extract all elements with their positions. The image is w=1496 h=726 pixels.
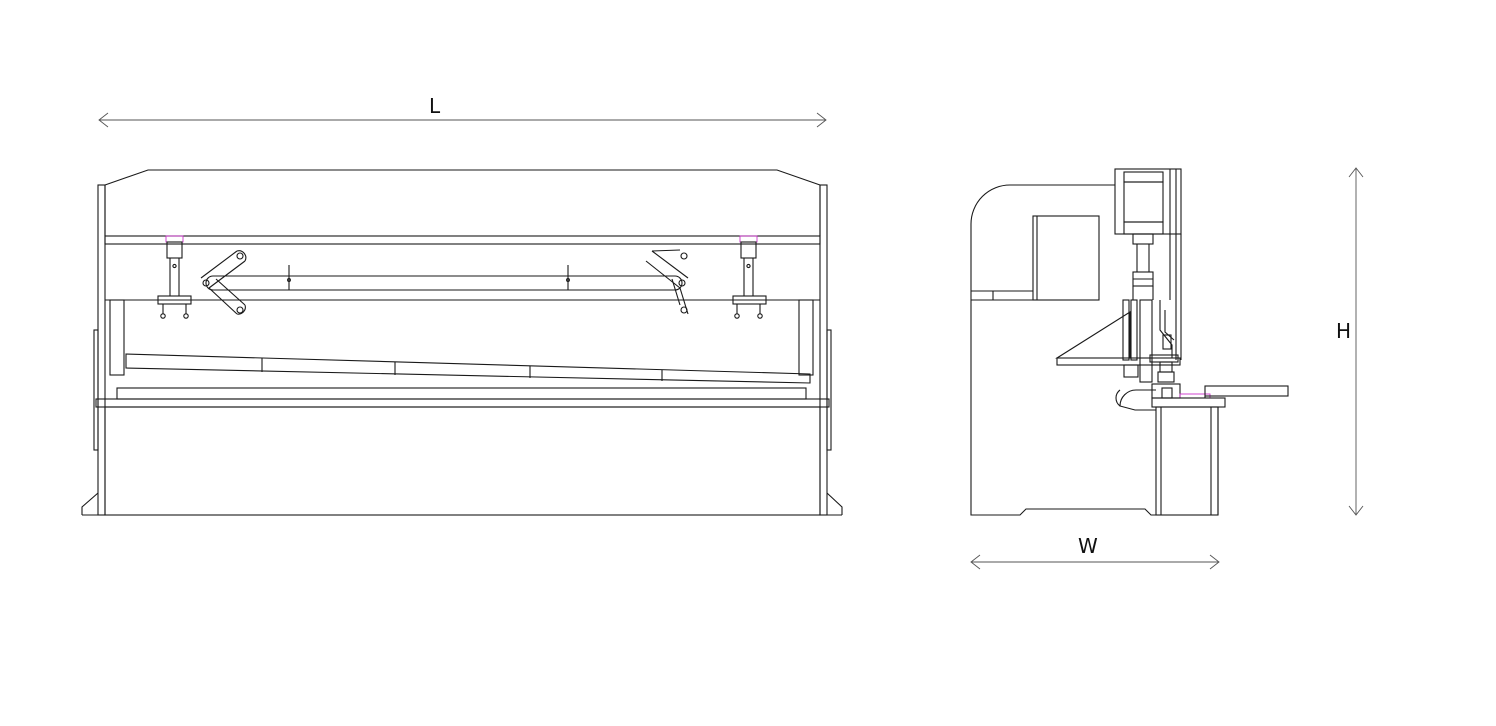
- side-table-plate: [1151, 397, 1226, 408]
- left-side-frame: [97, 184, 106, 516]
- work-table: [116, 387, 807, 400]
- support-arm: [1055, 311, 1131, 359]
- left-foot: [81, 492, 99, 515]
- ram: [1139, 299, 1153, 383]
- front-support-arm: [1204, 385, 1289, 397]
- width-label: W: [1078, 534, 1098, 558]
- length-dimension-line: [98, 112, 827, 128]
- left-blade-holder: [109, 299, 125, 376]
- left-link-arms: [200, 250, 247, 315]
- left-hydraulic-cylinder: [157, 235, 192, 319]
- right-blade-holder: [798, 299, 814, 376]
- height-dimension-line: [1348, 167, 1364, 516]
- right-hydraulic-cylinder: [732, 235, 767, 319]
- width-dimension-line: [970, 554, 1220, 570]
- back-gauge-rail: [1056, 357, 1181, 366]
- top-beam: [104, 235, 821, 245]
- right-foot: [826, 492, 843, 515]
- control-box: [1032, 215, 1100, 301]
- side-cylinder-housing: [1114, 168, 1182, 235]
- top-cover: [104, 169, 821, 186]
- side-view: [970, 167, 1364, 570]
- lower-body: [104, 406, 821, 516]
- side-frame: [970, 184, 1156, 516]
- lower-jaw: [1119, 389, 1156, 411]
- right-side-frame: [819, 184, 828, 516]
- front-view: [81, 112, 843, 516]
- upper-blade: [125, 353, 811, 384]
- length-label: L: [429, 94, 441, 118]
- table-plate: [95, 398, 830, 408]
- right-link-arms: [645, 249, 689, 315]
- side-base: [1155, 406, 1219, 516]
- height-label: H: [1336, 319, 1352, 343]
- linkage-bar: [202, 265, 686, 291]
